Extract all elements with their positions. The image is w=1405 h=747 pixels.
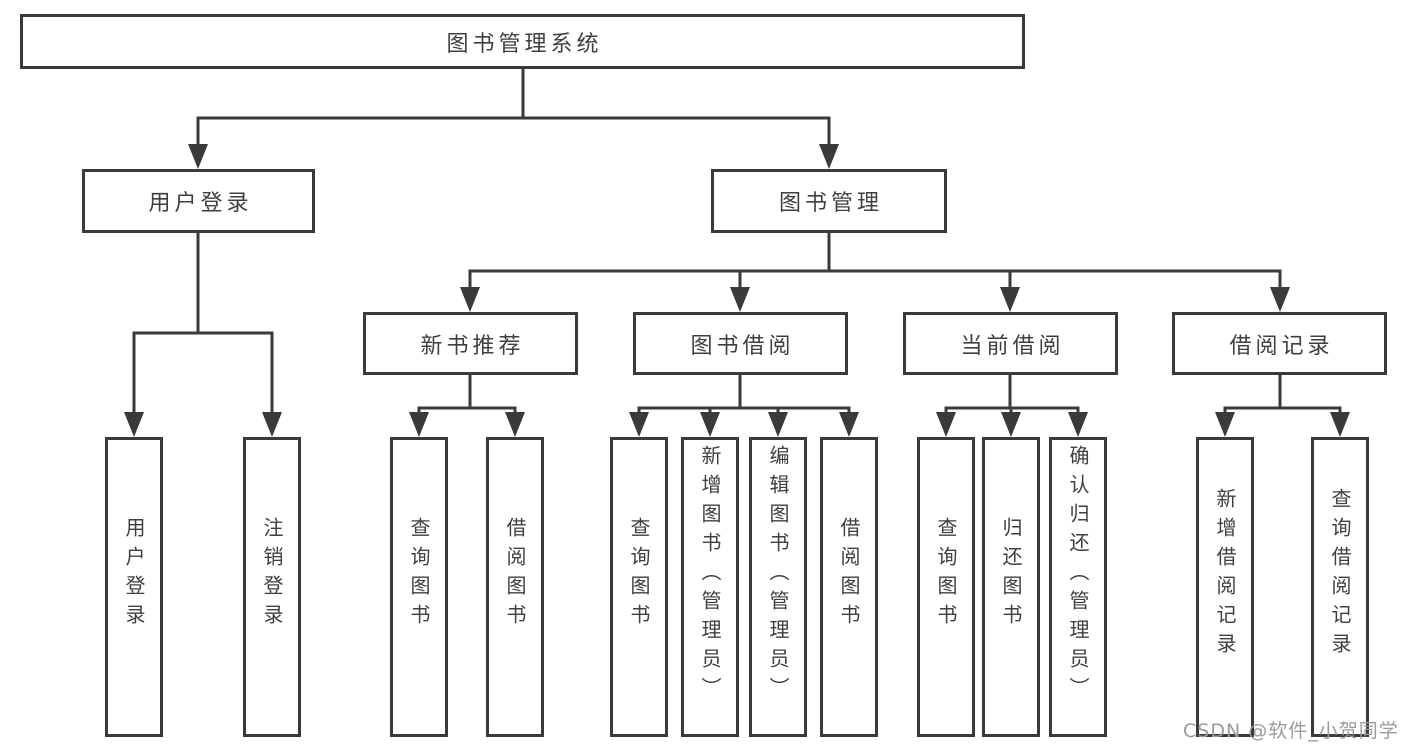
leaf-borrow-books-recommend-label: 借阅图书: [503, 517, 527, 633]
leaf-return-books-label: 归还图书: [999, 517, 1023, 633]
leaf-user-login-label: 用户登录: [122, 517, 146, 633]
node-new-book-recommend: 新书推荐: [363, 312, 578, 375]
leaf-query-books-borrowing: 查询图书: [610, 437, 668, 737]
leaf-borrow-books-recommend: 借阅图书: [486, 437, 544, 737]
node-book-management-label: 图书管理: [778, 191, 883, 216]
leaf-confirm-return-admin: 确认归还（管理员）: [1049, 437, 1107, 737]
leaf-query-books-current: 查询图书: [917, 437, 975, 737]
leaf-query-books-recommend: 查询图书: [390, 437, 448, 737]
leaf-add-book-admin-label: 新增图书（管理员）: [698, 444, 722, 706]
node-root: 图书管理系统: [20, 14, 1025, 69]
leaf-query-borrow-record-label: 查询借阅记录: [1328, 488, 1352, 662]
leaf-return-books: 归还图书: [982, 437, 1040, 737]
leaf-logout-label: 注销登录: [260, 517, 284, 633]
node-new-book-recommend-label: 新书推荐: [420, 333, 525, 359]
leaf-confirm-return-admin-label: 确认归还（管理员）: [1066, 444, 1090, 706]
node-borrowing-records: 借阅记录: [1172, 312, 1387, 375]
node-book-management: 图书管理: [711, 169, 947, 233]
leaf-query-books-recommend-label: 查询图书: [407, 517, 431, 633]
node-borrowing-records-label: 借阅记录: [1229, 333, 1334, 359]
node-current-borrowing-label: 当前借阅: [960, 333, 1065, 359]
node-current-borrowing: 当前借阅: [903, 312, 1118, 375]
leaf-borrow-books-borrowing-label: 借阅图书: [837, 517, 861, 633]
leaf-borrow-books-borrowing: 借阅图书: [820, 437, 878, 737]
leaf-query-books-borrowing-label: 查询图书: [627, 517, 651, 633]
leaf-edit-book-admin-label: 编辑图书（管理员）: [766, 444, 790, 706]
leaf-logout: 注销登录: [243, 437, 301, 737]
leaf-add-borrow-record-label: 新增借阅记录: [1213, 488, 1237, 662]
leaf-add-borrow-record: 新增借阅记录: [1196, 437, 1254, 737]
node-root-label: 图书管理系统: [446, 31, 603, 57]
node-book-borrowing-label: 图书借阅: [690, 333, 795, 359]
leaf-query-borrow-record: 查询借阅记录: [1311, 437, 1369, 737]
csdn-watermark: CSDN @软件_小贺同学: [1183, 720, 1399, 742]
arrowhead-icons: [124, 144, 1350, 437]
leaf-user-login: 用户登录: [105, 437, 163, 737]
leaf-add-book-admin: 新增图书（管理员）: [681, 437, 739, 737]
node-book-borrowing: 图书借阅: [633, 312, 848, 375]
leaf-query-books-current-label: 查询图书: [934, 517, 958, 633]
leaf-edit-book-admin: 编辑图书（管理员）: [749, 437, 807, 737]
node-user-login-label: 用户登录: [148, 191, 253, 216]
node-user-login: 用户登录: [82, 169, 315, 233]
